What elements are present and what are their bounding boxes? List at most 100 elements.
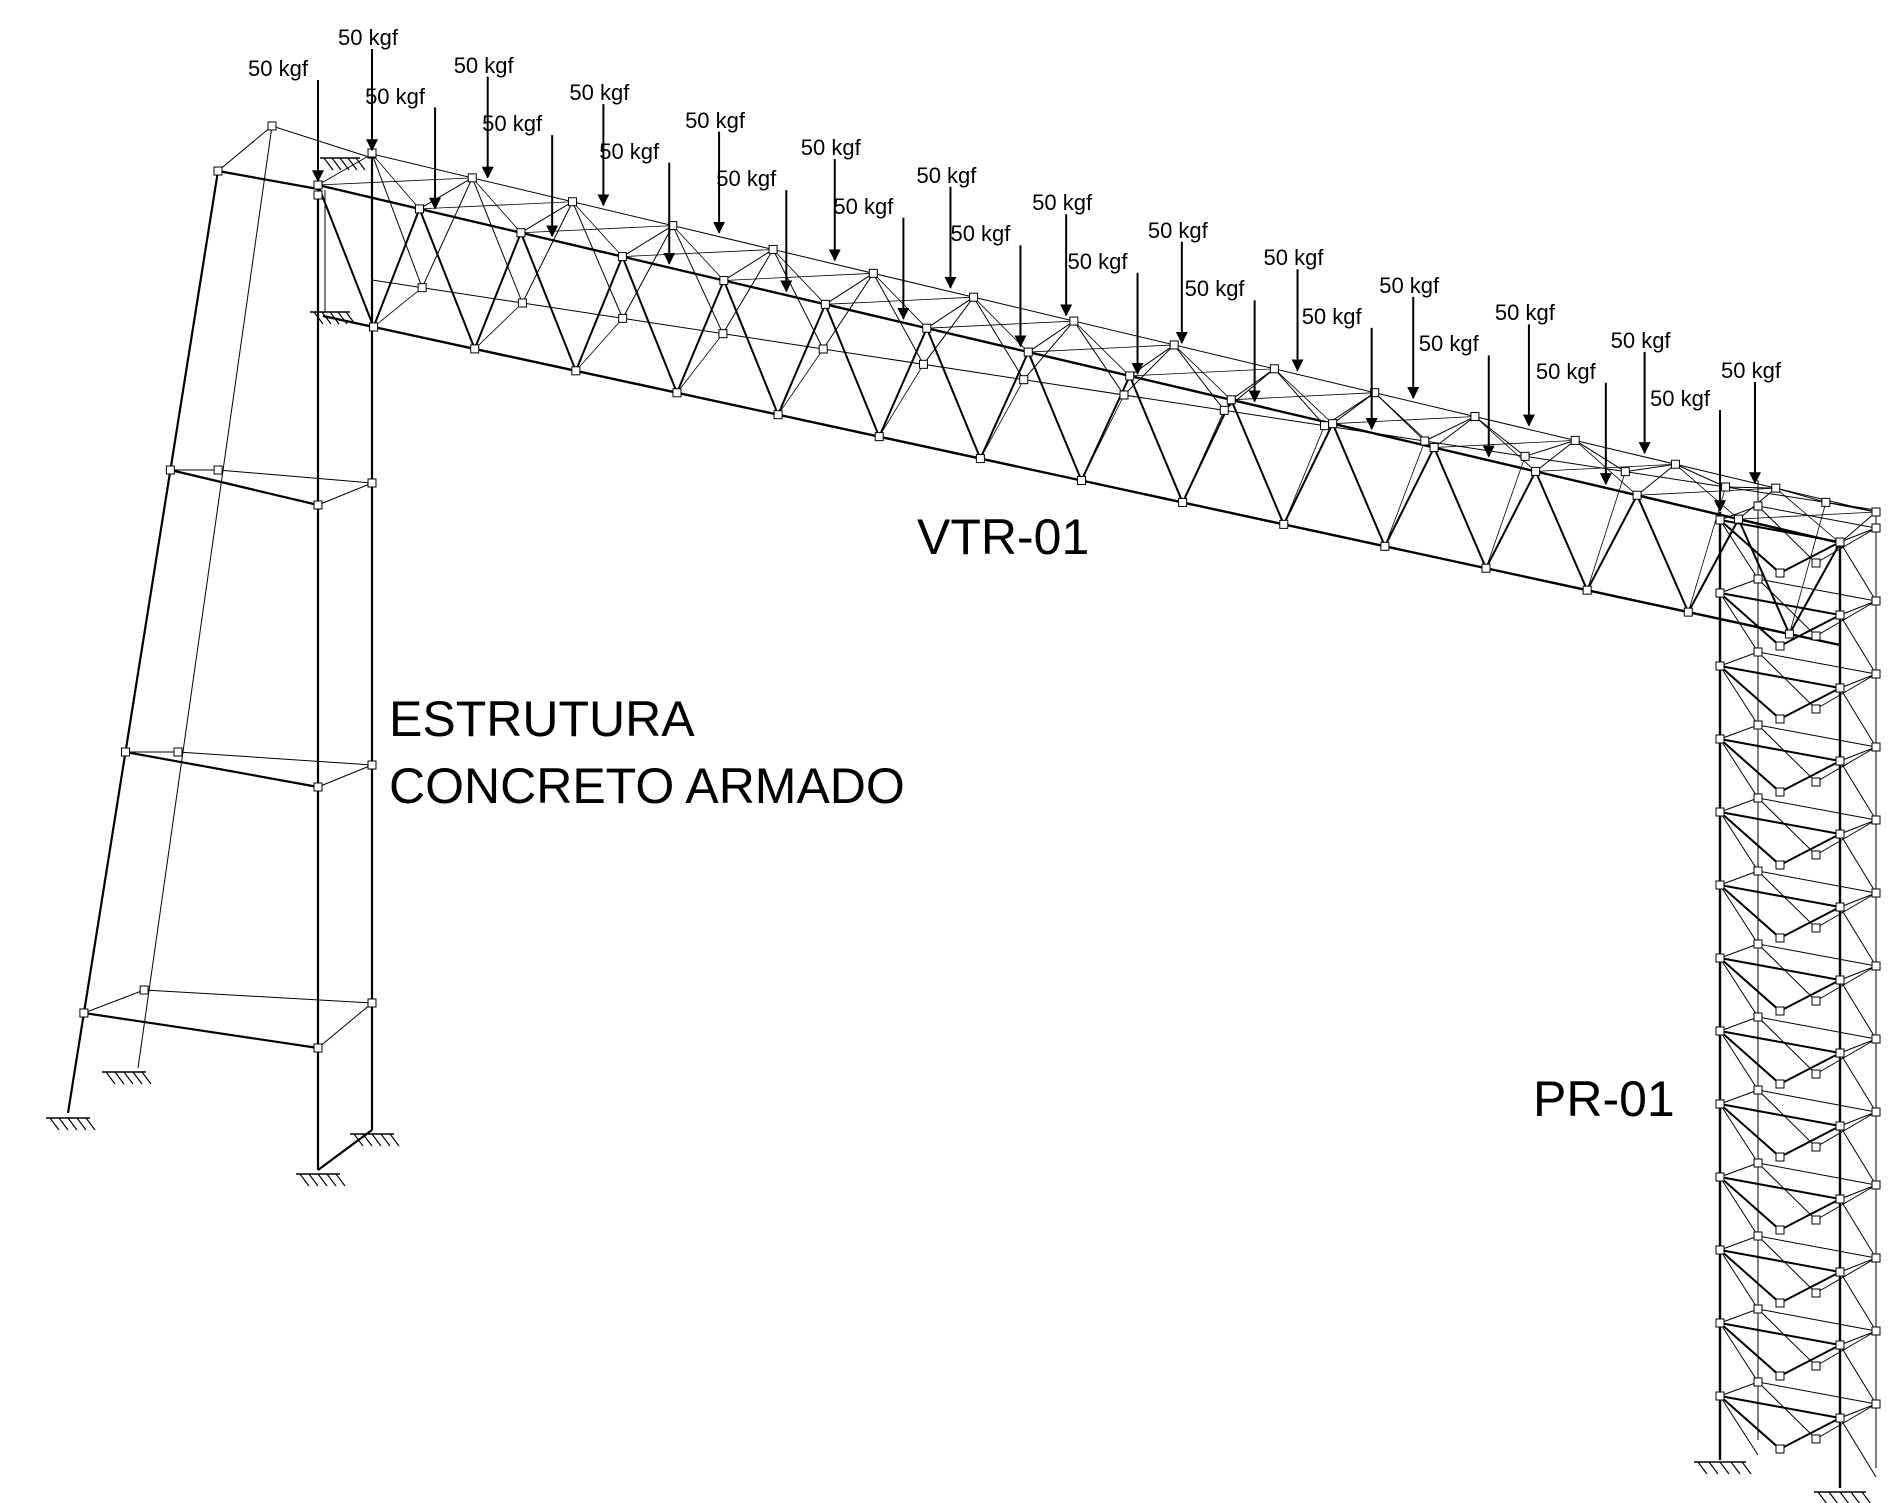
column-side-diagonal (1719, 884, 1759, 945)
column-front-strut (1719, 592, 1841, 616)
column-side-diagonal (1839, 906, 1877, 967)
load-label: 50 kgf (599, 138, 660, 164)
column-front-diagonal (1719, 738, 1781, 793)
back-diagonal (471, 177, 523, 304)
column-side-diagonal (1839, 1125, 1877, 1186)
node-marker (1835, 1194, 1845, 1204)
front-diagonal (1230, 399, 1285, 525)
column-side-diagonal (1839, 833, 1877, 894)
node-marker (213, 465, 223, 475)
node-marker (1811, 558, 1821, 568)
support-hatch (380, 1133, 391, 1147)
node-marker (1811, 777, 1821, 787)
support-hatch (85, 1117, 96, 1131)
back-diagonal (973, 296, 1025, 380)
column-side-diagonal (1719, 1030, 1759, 1091)
node-marker (1871, 596, 1881, 606)
node-marker (1753, 720, 1763, 730)
column-front-diagonal (1719, 1322, 1781, 1377)
node-marker (1178, 497, 1188, 507)
back-diagonal (822, 273, 874, 350)
node-marker (1219, 405, 1229, 415)
column-side-strut (1839, 1257, 1877, 1273)
node-marker (1835, 610, 1845, 620)
support-hatch (323, 157, 334, 171)
top-bracing (873, 273, 928, 329)
node-marker (918, 359, 928, 369)
top-bracing (1073, 320, 1131, 377)
node-marker (139, 985, 149, 995)
bottom-cross-member (1384, 440, 1426, 547)
support-hatch (317, 1173, 328, 1187)
node-marker (1775, 933, 1785, 943)
front-diagonal (777, 303, 827, 416)
column-side-diagonal (1719, 811, 1759, 872)
node-marker (1775, 1298, 1785, 1308)
node-marker (1370, 388, 1380, 398)
support-hatch (326, 1173, 337, 1187)
node-marker (1775, 1079, 1785, 1089)
node-marker (1715, 1026, 1725, 1036)
node-marker (1632, 490, 1642, 500)
node-marker (313, 190, 323, 200)
front-diagonal (621, 256, 678, 394)
column-front-strut (1719, 811, 1841, 835)
support-hatch (299, 1173, 310, 1187)
top-bracing (1474, 416, 1536, 472)
column-side-strut (1839, 1330, 1877, 1346)
node-marker (1715, 661, 1725, 671)
support-hatch (67, 1117, 78, 1131)
front-diagonal (676, 280, 725, 394)
node-marker (470, 344, 480, 354)
node-marker (1753, 501, 1763, 511)
column-side-strut (1719, 1089, 1759, 1105)
concrete-beam-front (83, 1011, 319, 1050)
node-marker (1871, 961, 1881, 971)
top-cross-member (622, 225, 674, 258)
column-front-strut (1719, 884, 1841, 908)
back-diagonal (1023, 320, 1075, 380)
column-back-strut (1757, 651, 1877, 675)
node-marker (868, 268, 878, 278)
support-hatch (1839, 1491, 1849, 1503)
column-side-diagonal (1719, 519, 1759, 580)
front-diagonal (1687, 518, 1740, 613)
node-marker (1775, 1371, 1785, 1381)
node-marker (1734, 514, 1744, 524)
concrete-beam-front (170, 468, 319, 507)
column-back-strut (1757, 505, 1877, 529)
back-diagonal (722, 249, 774, 334)
support-hatch (335, 1173, 346, 1187)
column-back-strut (1757, 578, 1877, 602)
node-marker (818, 344, 828, 354)
node-marker (367, 148, 377, 158)
node-marker (417, 283, 427, 293)
column-front-strut (1719, 1030, 1841, 1054)
column-front-diagonal (1719, 1176, 1781, 1231)
load-label: 50 kgf (248, 56, 308, 81)
node-marker (1753, 1158, 1763, 1168)
column-back-diagonal (1815, 1403, 1877, 1440)
column-side-strut (1719, 578, 1759, 594)
top-bracing (825, 296, 974, 305)
column-back-strut (1757, 943, 1877, 967)
node-marker (1069, 316, 1079, 326)
concrete-top-beam (217, 125, 273, 172)
support-hatch (347, 157, 358, 171)
node-marker (1871, 1399, 1881, 1409)
back-diagonal (1574, 439, 1626, 473)
column-side-strut (1839, 527, 1877, 543)
load-label: 50 kgf (1147, 217, 1208, 243)
column-side-strut (1839, 1403, 1877, 1419)
column-side-diagonal (1839, 760, 1877, 821)
node-marker (1775, 568, 1785, 578)
bottom-cross-member (878, 364, 924, 437)
top-cross-member (317, 153, 373, 186)
column-side-diagonal (1719, 1395, 1759, 1456)
node-marker (1835, 537, 1845, 547)
support-hatch (58, 1117, 69, 1131)
support-hatch (1741, 1461, 1752, 1475)
column-side-strut (1719, 1016, 1759, 1032)
concrete-beam-back (144, 989, 373, 1004)
